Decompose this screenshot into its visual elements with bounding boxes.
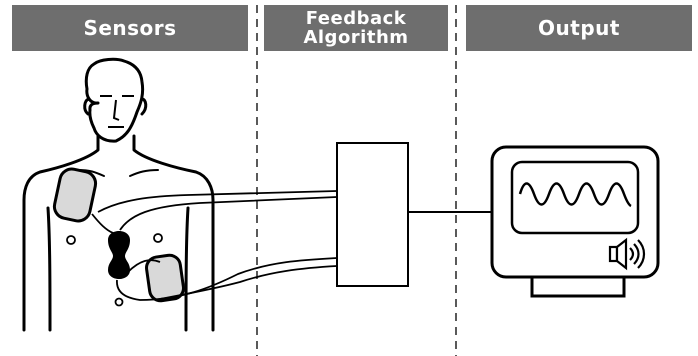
sensor-device-icon <box>108 231 130 279</box>
electrode-pad-upper-icon <box>52 167 98 223</box>
algorithm-box <box>337 143 408 286</box>
body-outline <box>24 136 98 330</box>
right-ear <box>142 99 146 114</box>
head-outline <box>86 59 142 141</box>
monitor-stand <box>532 276 624 296</box>
monitor-icon <box>492 147 658 296</box>
right-armpit <box>186 208 188 330</box>
face <box>100 96 134 127</box>
body-outline-right <box>134 136 213 330</box>
collarbone-right <box>130 170 158 176</box>
left-armpit <box>48 208 50 330</box>
